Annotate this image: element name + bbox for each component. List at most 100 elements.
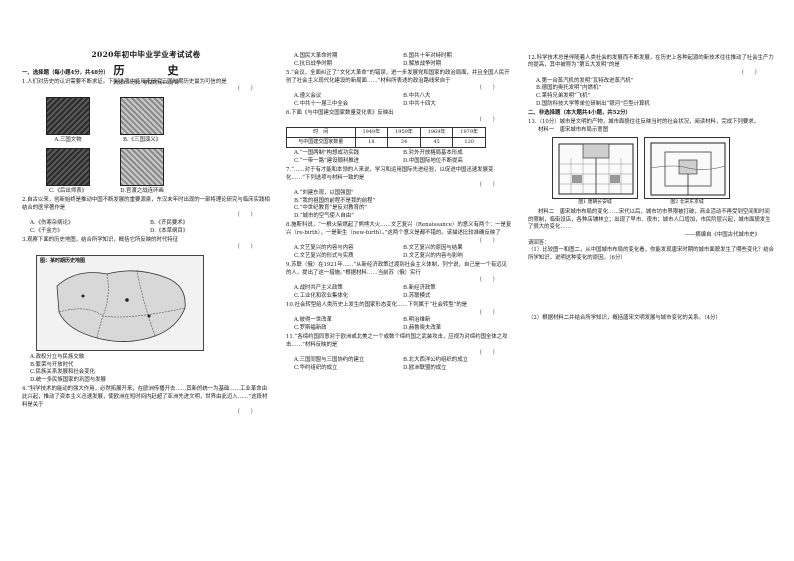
q2-options: A.《伤寒杂病论》 B.《齐民要术》 [22, 220, 270, 228]
table-row: 时 间 1949年 1959年 1969年 1979年 [286, 127, 486, 139]
q1-images-2: C.《后出师表》 D.官渡之战连环画 [36, 147, 270, 196]
q9-option-b[interactable]: B.新经济政策 [403, 285, 436, 292]
q10-option-b[interactable]: B.明治维新 [403, 317, 431, 324]
q5-option-a[interactable]: A.遵义会议 [294, 92, 322, 99]
answer-paren: （ ） [234, 86, 256, 93]
q6-options: A.“一国两制”构想成功实践 B.对外开放格局基本形成 [286, 150, 512, 158]
column-left: 一、选择题（每小题4分，共48分） 1.人们对历史的认识需要不断求证。下列选项中… [22, 68, 270, 417]
history-map: 图：某时期历史地图 [36, 255, 204, 352]
q10-option-d[interactable]: D.赫鲁晓夫改革 [403, 325, 442, 332]
q3-option-b[interactable]: B.繁荣与开放时代 [30, 361, 74, 368]
book-photo [120, 97, 164, 136]
question-8: 8.施斯科说，“一根火柴燃起了熊熊大火……文艺复兴（Renaissance）的意… [286, 222, 512, 236]
q11-option-c[interactable]: C.华约组织的成立 [294, 364, 338, 371]
q3-options: A.政权分立与民族交融 [22, 354, 270, 362]
material-1-label: 材料一 唐宋城市布局示意图 [538, 126, 609, 133]
q11-option-d[interactable]: D.欧洲联盟的成立 [403, 364, 447, 371]
q1-option-a[interactable]: A.三国文物 [36, 97, 100, 145]
manuscript-photo [46, 147, 90, 186]
q6-option-d[interactable]: D.中国国际地位不断提高 [403, 157, 463, 164]
answer-paren: （ ） [476, 237, 498, 244]
q3-options-b: B.繁荣与开放时代 [22, 362, 270, 370]
answer-paren: （ ） [234, 409, 256, 416]
q12-option-d[interactable]: D.国防科技大学等单位研制出“银河”巨型计算机 [536, 100, 650, 107]
sub-question-1: （1）比较图一和图二，从中国城市布局的变化看，你能发现唐宋时期的城市面貌发生了哪… [528, 247, 775, 262]
answer-paren: （ ） [476, 117, 498, 124]
q3-options-d: D.统一多民族国家的巩固与发展 [22, 377, 270, 385]
q10-options: A.彼得一世改革 B.明治维新 [286, 317, 512, 325]
q7-option-d[interactable]: D.“城市的空气使人自由” [294, 213, 354, 220]
city-plans: 图1 唐朝长安城 图2 北宋东京城 [552, 137, 774, 207]
answer-paren: （ ） [476, 349, 498, 356]
q3-option-c[interactable]: C.民族关系发展和社会变化 [30, 369, 95, 376]
q7-option-b[interactable]: B.“我的祖国的前程不是我的前程” [294, 197, 376, 204]
q4-option-a[interactable]: A.国民大革命时期 [294, 53, 338, 59]
q11-option-a[interactable]: A.三国同盟与三国协约的建立 [294, 357, 365, 364]
q4-option-b[interactable]: B.国共十年对峙时期 [403, 53, 452, 59]
artifact-photo [46, 97, 90, 136]
column-middle: A.国民大革命时期 B.国共十年对峙时期 C.抗日战争时期 D.解放战争时期 5… [286, 53, 512, 373]
q12-option-b[interactable]: B.德国的奥托发明“内燃机” [536, 85, 602, 92]
q1-option-b[interactable]: B.《三国演义》 [110, 97, 174, 145]
subject-title: 历 史 [113, 63, 195, 77]
q2-option-a[interactable]: A.《伤寒杂病论》 [30, 219, 74, 226]
plan-dongjing: 图2 北宋东京城 [644, 137, 730, 207]
q6-option-a[interactable]: A.“一国两制”构想成功实践 [294, 150, 360, 157]
q4-option-d[interactable]: D.解放战争时期 [403, 60, 442, 67]
q5-option-b[interactable]: B.中共八大 [403, 92, 431, 99]
q3-option-a[interactable]: A.政权分立与民族交融 [30, 354, 85, 361]
q8-option-b[interactable]: B.文艺复兴的原因与结果 [403, 245, 463, 252]
q6-option-c[interactable]: C.“一带一路”建设顺利推进 [294, 157, 360, 164]
table-row: 与中国建交国家数量 18 34 45 120 [286, 137, 486, 149]
q7-option-c[interactable]: C.“中世纪教育“是反对教育的” [294, 205, 368, 212]
section-title: 一、选择题（每小题4分，共48分） [22, 69, 109, 76]
q11-option-b[interactable]: B.北大西洋公约组织的成立 [403, 357, 468, 364]
q10-option-c[interactable]: C.罗斯福新政 [294, 325, 327, 332]
q9-options: A.战时共产主义政策 B.新经济政策 [286, 285, 512, 293]
answer-paren: （ ） [234, 244, 256, 251]
q5-option-c[interactable]: C.中共十一届三中全会 [294, 100, 349, 107]
q9-option-c[interactable]: C.工业化和农业集体化 [294, 292, 349, 299]
q9-options-2: C.工业化和农业集体化 D.苏联模式 [286, 293, 512, 301]
q8-option-a[interactable]: A.文艺复兴的内容与内容 [294, 245, 354, 252]
answer-space[interactable] [528, 263, 774, 315]
q7-option-a[interactable]: A.“刘建东观，以国强国” [294, 190, 354, 197]
q10-options-2: C.罗斯福新政 D.赫鲁晓夫改革 [286, 325, 512, 333]
exam-header: 2020年初中毕业学业考试试卷 历 史 满分100分，考试时间60分钟 [22, 50, 270, 87]
q4-option-c[interactable]: C.抗日战争时期 [294, 60, 332, 67]
map-label: 图：某时期历史地图 [40, 258, 86, 265]
q8-options: A.文艺复兴的内容与内容 B.文艺复兴的原因与结果 [286, 245, 512, 253]
question-1: 1.人们对历史的认识需要不断求证。下列选项中能用来研究三国时期历史最为可信的是 [22, 78, 227, 85]
q9-option-a[interactable]: A.战时共产主义政策 [294, 285, 343, 292]
exam-meta: 满分100分，考试时间60分钟 [113, 80, 179, 87]
q12-option-c[interactable]: C.莱特兄弟发明“飞机” [536, 92, 591, 99]
q4-options: A.国民大革命时期 B.国共十年对峙时期 [286, 53, 512, 61]
q6-option-b[interactable]: B.对外开放格局基本形成 [403, 150, 463, 157]
question-10: 10.社会转型给人类历史上发生的国家形态变化……下列属于“社会转型”的是 [286, 302, 468, 308]
answer-paren: （ ） [738, 69, 760, 76]
q5-options: A.遵义会议 B.中共八大 [286, 93, 512, 101]
q2-option-d[interactable]: D.《本草纲目》 [150, 227, 189, 234]
comic-photo [120, 147, 164, 186]
q1-option-d[interactable]: D.官渡之战连环画 [110, 147, 174, 196]
q8-option-c[interactable]: C.文艺复兴的形式与实质 [294, 252, 354, 259]
q5-option-d[interactable]: D.中共十四大 [403, 100, 436, 107]
q3-options-c: C.民族关系发展和社会变化 [22, 369, 270, 377]
q2-option-c[interactable]: C.《千金方》 [30, 227, 63, 234]
q1-option-c[interactable]: C.《后出师表》 [36, 147, 100, 196]
q10-option-a[interactable]: A.彼得一世改革 [294, 317, 332, 324]
q11-options-2: C.华约组织的成立 D.欧洲联盟的成立 [286, 365, 512, 373]
column-right: 12.科学技术总是伴随着人类社会的发展而不断发展，在历史上各种起源的新技术往往推… [528, 53, 774, 322]
q2-options-2: C.《千金方》 D.《本草纲目》 [22, 228, 270, 236]
q9-option-d[interactable]: D.苏联模式 [403, 292, 431, 299]
plan-caption: 图1 唐朝长安城 [578, 200, 612, 206]
q12-option-a[interactable]: A.第一台蒸汽机的发明“瓦特改进蒸汽机” [536, 77, 634, 84]
q8-option-d[interactable]: D.文艺复兴的内容与影响 [403, 252, 463, 259]
q3-option-d[interactable]: D.统一多民族国家的巩固与发展 [30, 377, 106, 384]
material-2: 材料二 唐宋城市布局的变化……宋代以后，城市坊市界限被打破，商业活动不再受到空间… [528, 209, 771, 231]
q2-option-b[interactable]: B.《齐民要术》 [150, 219, 189, 226]
question-11: 11.“各缔约国同意对于欧洲或北美之一个或数个缔约国之武装攻击，应视为对缔约国全… [286, 334, 508, 348]
question-12: 12.科学技术总是伴随着人类社会的发展而不断发展，在历史上各种起源的新技术往往推… [528, 54, 774, 69]
q11-options: A.三国同盟与三国协约的建立 B.北大西洋公约组织的成立 [286, 357, 512, 365]
changan-plan-diagram [552, 137, 638, 200]
